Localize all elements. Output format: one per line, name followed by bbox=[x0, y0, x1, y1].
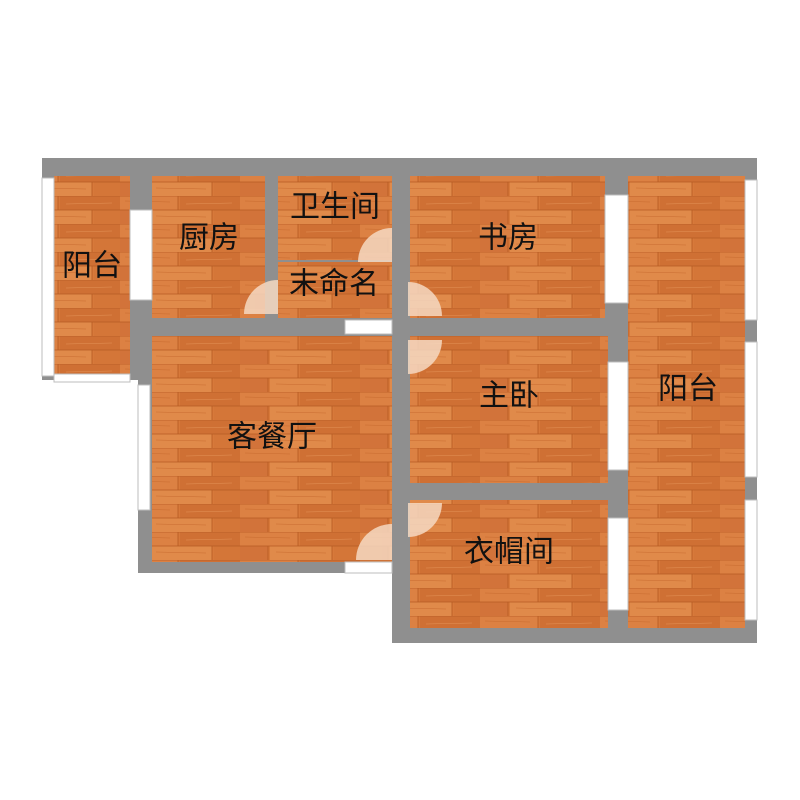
floor-master-bedroom bbox=[410, 336, 608, 483]
label-walk-in-closet: 衣帽间 bbox=[464, 535, 554, 570]
label-master-bedroom: 主卧 bbox=[479, 379, 539, 414]
floor-study bbox=[410, 176, 605, 318]
door-swing-bathroom bbox=[358, 228, 392, 262]
door-swing-unnamed bbox=[244, 280, 278, 314]
window-living-west bbox=[137, 384, 151, 511]
window-balcony-east-2 bbox=[744, 341, 758, 478]
window-closet-east bbox=[607, 517, 629, 611]
label-unnamed: 末命名 bbox=[289, 267, 379, 302]
floor-unnamed bbox=[278, 262, 392, 318]
window-kitchen-west bbox=[129, 209, 153, 301]
label-bathroom: 卫生间 bbox=[290, 190, 380, 225]
floor-kitchen bbox=[152, 176, 265, 318]
windows bbox=[41, 177, 758, 621]
floor-balcony-east bbox=[628, 176, 745, 628]
door-swing-living bbox=[356, 524, 392, 560]
window-living-south bbox=[344, 561, 393, 574]
label-kitchen: 厨房 bbox=[179, 221, 239, 256]
door-swing-study bbox=[408, 282, 442, 316]
door-swing-closet bbox=[408, 503, 442, 537]
floor-walk-in-closet bbox=[410, 500, 608, 628]
label-living-dining: 客餐厅 bbox=[227, 420, 317, 455]
door-swing-master bbox=[408, 340, 442, 374]
window-balcony-east-3 bbox=[744, 499, 758, 621]
label-balcony-west: 阳台 bbox=[62, 249, 122, 284]
label-study: 书房 bbox=[478, 221, 538, 256]
room-floors bbox=[54, 176, 745, 628]
window-study-east bbox=[604, 194, 629, 304]
door-swings bbox=[244, 228, 442, 560]
window-master-east bbox=[607, 361, 629, 471]
label-balcony-east: 阳台 bbox=[658, 372, 718, 407]
floor-living-dining bbox=[152, 336, 392, 562]
window-balcony-west-south bbox=[53, 373, 131, 383]
window-balcony-west-west bbox=[41, 177, 55, 377]
floor-balcony-west bbox=[54, 176, 130, 374]
room-labels: 阳台 厨房 卫生间 末命名 书房 客餐厅 主卧 衣帽间 阳台 bbox=[62, 190, 718, 570]
window-balcony-east-1 bbox=[744, 179, 758, 321]
door-gap-living-north bbox=[344, 319, 393, 335]
